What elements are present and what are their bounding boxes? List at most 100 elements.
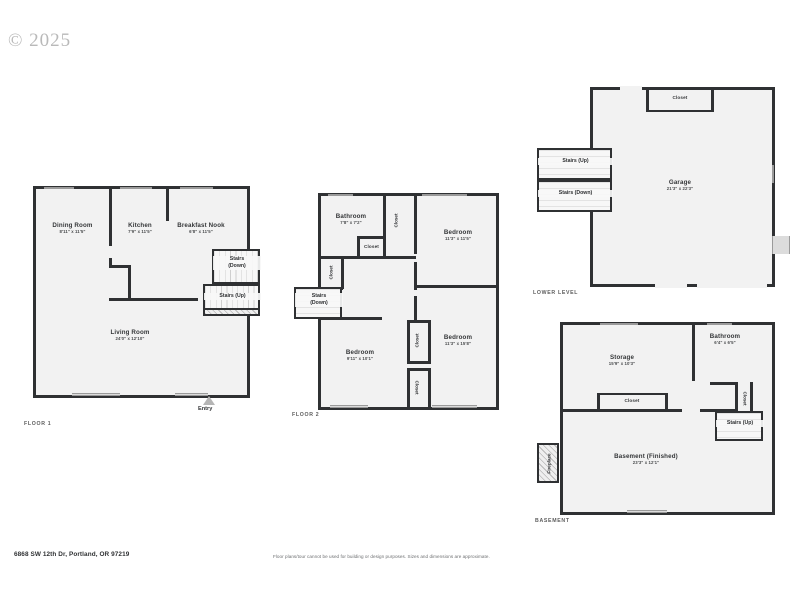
basement-plan: Bathroom 6'4" x 6'5" Closet Closet Stair… [535, 322, 775, 524]
window-bottom-living [72, 393, 120, 396]
wall-hall-closet-right [341, 258, 344, 289]
wall-bath-closet-left [357, 236, 360, 258]
room-label-basement-finished: Basement (Finished) 23'3" x 12'1" [603, 453, 689, 465]
f2-bedroom2-dims: 11'3" x 15'8" [444, 341, 472, 347]
wall-closet-low-left [407, 368, 410, 408]
wall-basement-closet-v-right [750, 382, 753, 414]
storage-name: Storage [609, 354, 635, 361]
basement-window-top-right [707, 322, 732, 325]
wall-garage-closet-left [646, 90, 649, 112]
basement-bath-name: Bathroom [709, 333, 741, 340]
fireplace-block [537, 443, 559, 483]
wall-bath-closet-top [357, 236, 386, 239]
garage-door-right [697, 284, 767, 288]
basement-finished-name: Basement (Finished) [614, 453, 678, 460]
wall-bedroom-divider [416, 285, 498, 288]
garage-outline [590, 87, 775, 287]
doorway-dining-living [108, 246, 112, 258]
basement-closet-label: Closet [597, 398, 667, 403]
wall-center-spine-upper [414, 196, 417, 254]
wall-basement-bath-left [692, 325, 695, 385]
wall-storage-bottom [562, 409, 682, 412]
room-label-floor2-bedroom-2: Bedroom 11'3" x 15'8" [419, 334, 497, 346]
entry-arrow-icon [203, 396, 215, 405]
stairs-down-line2: (Down) [228, 262, 246, 269]
f2-stairs-down-line1: Stairs [311, 293, 327, 299]
stairs-up-line1: Stairs (Up) [219, 293, 246, 299]
room-label-living-room: Living Room 24'0" x 12'10" [90, 329, 170, 341]
garage-closet-label: Closet [646, 95, 714, 100]
disclaimer-text: Floor plans/tour cannot be used for buil… [273, 554, 490, 559]
living-room-dims: 24'0" x 12'10" [115, 336, 145, 342]
dining-room-dims: 8'11" x 11'5" [59, 229, 86, 235]
floor-1-plan: Stairs (Down) Stairs (Up) Dining Room 8'… [0, 0, 300, 440]
basement-stairs-up-line1: Stairs (Up) [726, 420, 754, 426]
floor1-stair-landing-hatch [203, 308, 260, 316]
storage-dims: 15'9" x 10'3" [608, 361, 636, 367]
f2-stairs-down-line2: (Down) [310, 299, 328, 306]
wall-kitchen-nook [166, 189, 169, 221]
copyright-watermark: © 2025 [8, 30, 72, 51]
lower-level-plan: Closet Stairs (Up) Stairs (Down) Garage … [533, 86, 790, 296]
wall-bathroom-bottom [320, 256, 360, 259]
fireplace-label: Fireplace [546, 453, 552, 474]
breakfast-nook-dims: 6'8" x 11'5" [189, 229, 213, 235]
kitchen-name: Kitchen [128, 222, 152, 229]
basement-closet-name: Closet [624, 398, 640, 403]
floor1-stairs-down-label: Stairs (Down) [213, 256, 261, 270]
floor-2-label: FLOOR 2 [292, 412, 320, 418]
wall-closet-mid-right [428, 320, 431, 363]
window-top-dining [44, 186, 74, 189]
wall-storage-closet-right [665, 393, 668, 410]
window-bottom-bedroom3 [330, 405, 368, 408]
wall-closet-low-top [407, 368, 431, 371]
garage-window-lower [771, 236, 790, 254]
garage-dims: 21'3" x 22'3" [666, 186, 694, 192]
wall-closet-low-right [428, 368, 431, 408]
wall-center-spine-lower [414, 296, 417, 322]
basement-bath-dims: 6'4" x 6'5" [714, 340, 736, 346]
wall-closet-mid-left [407, 320, 410, 363]
window-top-bedroom1 [422, 193, 467, 196]
basement-window-bottom [627, 510, 667, 513]
wall-closet-top-bottom [383, 256, 416, 259]
room-label-kitchen: Kitchen 7'9" x 11'5" [112, 222, 168, 234]
window-top-bathroom [328, 193, 353, 196]
entry-label: Entry [198, 406, 213, 412]
wall-storage-closet-line [597, 393, 667, 395]
wall-closet-top-left [383, 196, 386, 258]
lower-stairs-up-label: Stairs (Up) [538, 158, 613, 165]
dining-room-name: Dining Room [52, 222, 93, 229]
room-label-storage: Storage 15'9" x 10'3" [588, 354, 656, 366]
wall-basement-closet-v-left [735, 382, 738, 414]
lower-stairs-down-label: Stairs (Down) [538, 190, 613, 197]
room-label-floor2-bedroom-3: Bedroom 9'11" x 10'1" [321, 349, 399, 361]
garage-top-opening [620, 86, 642, 90]
wall-living-top [109, 298, 217, 301]
lower-stairs-up-line1: Stairs (Up) [562, 158, 589, 164]
room-label-floor2-bathroom: Bathroom 7'8" x 7'2" [320, 213, 382, 225]
floor-1-label: FLOOR 1 [24, 421, 52, 427]
wall-storage-bottom-right [700, 409, 738, 412]
floor2-stairs-down-label: Stairs (Down) [295, 293, 343, 307]
doorway-basement-bath [692, 381, 710, 385]
wall-closet-mid-top [407, 320, 431, 323]
doorway-storage [682, 408, 700, 412]
closet-bath-name: Closet [364, 244, 379, 249]
f2-bathroom-dims: 7'8" x 7'2" [340, 220, 362, 226]
f2-bedroom2-name: Bedroom [443, 334, 473, 341]
room-label-garage: Garage 21'3" x 22'3" [645, 179, 715, 191]
floor1-stairs-up-label: Stairs (Up) [204, 293, 261, 300]
f2-bathroom-name: Bathroom [335, 213, 367, 220]
wall-kitchen-peninsula-h [109, 265, 131, 268]
wall-dining-kitchen [109, 189, 112, 247]
wall-garage-closet-right [711, 90, 714, 112]
window-bottom-entry [175, 393, 208, 396]
basement-window-top-left [600, 322, 638, 325]
lower-stairs-down-line1: Stairs (Down) [558, 190, 593, 196]
wall-center-spine-mid [414, 262, 417, 290]
basement-label: BASEMENT [535, 518, 570, 524]
floor-2-plan: Closet Closet Closet Stairs (Down) Close… [0, 0, 520, 440]
doorway-bedroom3 [382, 316, 406, 320]
